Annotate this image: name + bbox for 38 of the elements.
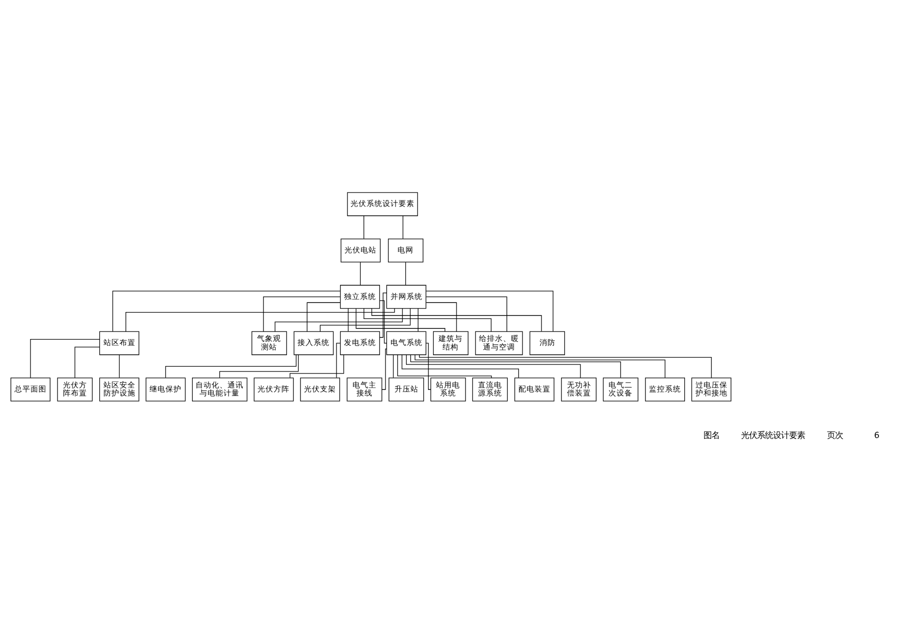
connector — [74, 346, 100, 378]
label: 页次 — [826, 430, 843, 440]
connector — [414, 354, 666, 378]
connector — [371, 308, 542, 332]
connector — [406, 354, 581, 378]
connector — [165, 354, 296, 378]
connector — [379, 292, 387, 338]
connector — [426, 342, 431, 390]
connector — [426, 302, 457, 332]
connector — [30, 338, 100, 378]
connector — [112, 290, 340, 332]
connector — [392, 354, 394, 378]
label: 光伏系统设计要素 — [741, 430, 806, 440]
connector — [320, 308, 411, 332]
connector — [397, 354, 492, 378]
connector — [419, 354, 712, 378]
connector — [219, 354, 299, 378]
connector — [306, 302, 341, 332]
connector — [410, 354, 621, 378]
connector — [360, 261, 361, 285]
connector — [426, 290, 554, 332]
connector — [348, 308, 349, 332]
connector — [356, 308, 446, 332]
connector — [380, 300, 387, 343]
connector — [118, 354, 120, 378]
connector — [402, 354, 519, 378]
connector — [336, 342, 340, 378]
connector — [290, 354, 344, 378]
connector — [402, 215, 404, 238]
connector — [426, 296, 508, 332]
connector — [364, 308, 492, 332]
label: 图名 — [703, 430, 720, 440]
label: 6 — [874, 430, 880, 440]
connector — [382, 348, 387, 390]
connector — [274, 308, 403, 332]
connector — [126, 308, 395, 332]
connector — [405, 261, 406, 285]
connector — [263, 296, 341, 332]
